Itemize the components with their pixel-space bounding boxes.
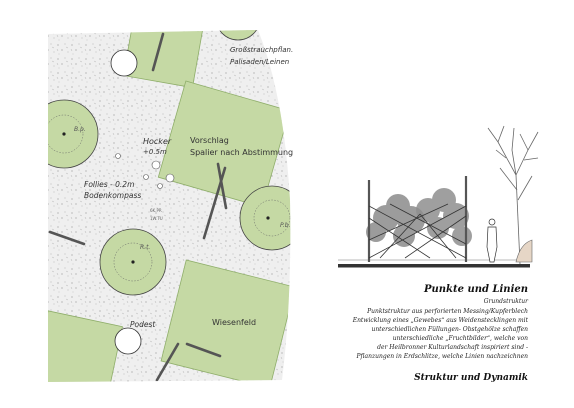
description-line: der Heilbronner Kulturlandschaft inspiri… xyxy=(377,344,528,351)
section-title: Punkte und Linien xyxy=(424,284,528,295)
section-subtitle: Grundstruktur xyxy=(483,298,528,305)
podest-disc xyxy=(114,327,142,355)
boulder xyxy=(515,239,533,263)
willow-bush-right xyxy=(416,188,472,246)
lawn-field-bottom-left xyxy=(48,310,123,382)
tree-circle-top xyxy=(215,30,261,41)
section-footer: Struktur und Dynamik xyxy=(414,373,528,383)
label-podest: Podest xyxy=(130,320,156,329)
description-line: unterschiedliche „Fruchtbilder“, welche … xyxy=(392,335,528,342)
label-wiesenfeld: Wiesenfeld xyxy=(212,318,257,327)
description-line: unterschiedlichen Füllungen- Obstgehölze… xyxy=(371,326,528,333)
label-dim-b: 1W.TU xyxy=(150,216,163,221)
section-drawing xyxy=(338,125,539,268)
palisade-posts xyxy=(48,32,228,382)
label-palisaden: Palisaden/Leinen xyxy=(230,58,290,66)
folly-disc-top xyxy=(110,49,138,77)
description-line: Entwicklung eines „Gewebes“ aus Weidenst… xyxy=(352,317,528,324)
label-dim-a: 6K.PR xyxy=(150,208,162,213)
label-pb: P.b. xyxy=(280,222,291,229)
willow-weave xyxy=(368,203,467,259)
description-line: Punktstruktur aus perforierten Messing/K… xyxy=(367,308,528,315)
label-vorschlag: Vorschlag xyxy=(190,136,229,145)
label-rt: R.t. xyxy=(140,244,151,251)
label-follies: Follies - 0.2m xyxy=(84,180,135,189)
section-posts xyxy=(367,176,468,262)
plan-ground xyxy=(48,30,291,382)
description-line: Pflanzungen in Erdschlitze, welche Linie… xyxy=(356,353,529,360)
ground-line xyxy=(338,264,530,268)
lawn-field-top xyxy=(123,30,203,89)
label-hocker-height: +0.5m xyxy=(143,148,167,156)
label-grossstrauch: Großstrauchpflan. xyxy=(230,46,294,54)
label-bodenkompass: Bodenkompass xyxy=(84,191,142,200)
label-bp: B.p. xyxy=(74,126,86,133)
section-description: Punktstruktur aus perforierten Messing/K… xyxy=(353,307,528,361)
human-figure xyxy=(486,218,498,263)
bare-tree xyxy=(487,125,539,265)
lawn-field-vorschlag xyxy=(157,80,291,208)
tree-circle-pb xyxy=(239,185,291,251)
hocker-circles xyxy=(115,153,175,189)
label-spalier: Spalier nach Abstimmung xyxy=(190,148,294,157)
label-hocker: Hocker xyxy=(143,137,172,146)
lawn-field-wiesenfeld xyxy=(160,259,291,382)
